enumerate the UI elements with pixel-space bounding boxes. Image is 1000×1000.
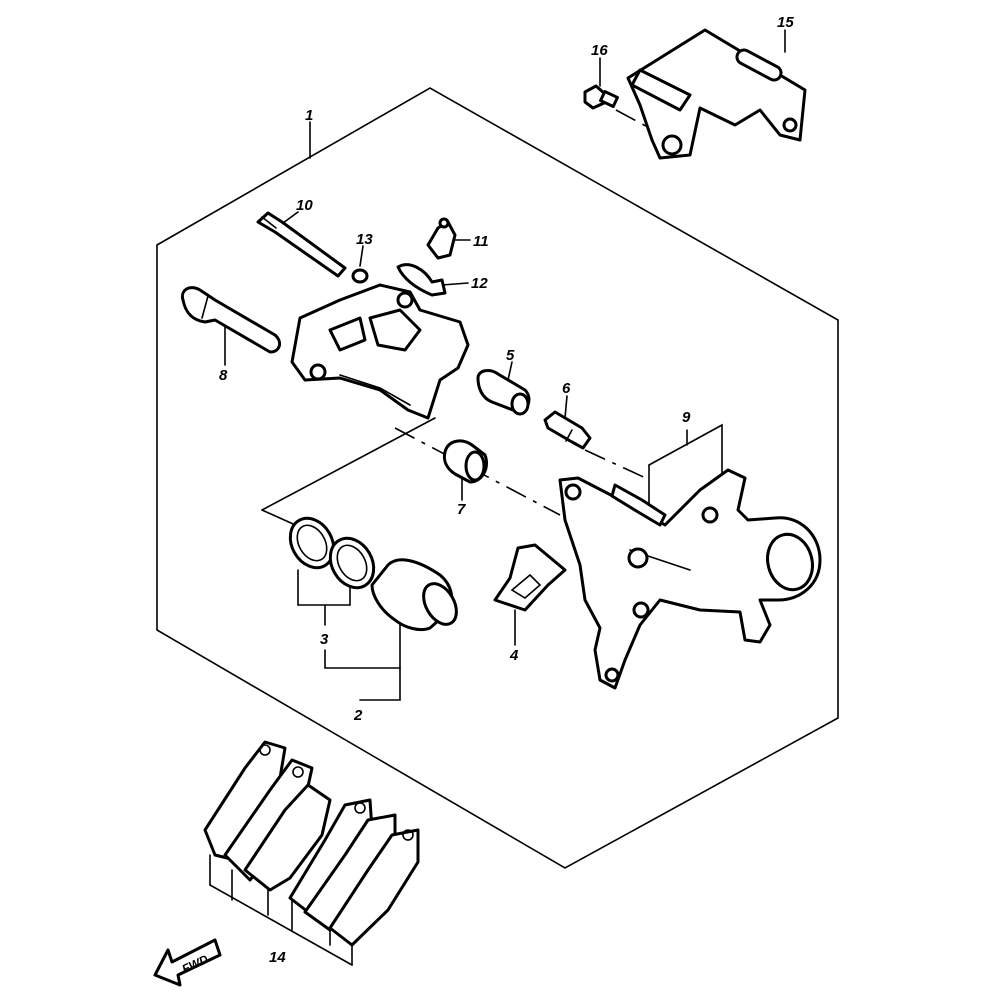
boot bbox=[442, 439, 488, 484]
pin-bolt bbox=[543, 410, 592, 450]
callout-6: 6 bbox=[562, 380, 571, 397]
washer bbox=[351, 268, 369, 284]
callout-13: 13 bbox=[356, 231, 373, 248]
caliper-holder-bracket bbox=[626, 28, 807, 160]
callout-1: 1 bbox=[305, 107, 313, 124]
callout-14: 14 bbox=[269, 949, 286, 966]
piston-seals bbox=[288, 516, 376, 590]
callout-16: 16 bbox=[591, 42, 608, 59]
callout-5: 5 bbox=[506, 347, 515, 364]
assembly-boundary bbox=[156, 87, 839, 869]
slide-pin-thin bbox=[256, 211, 347, 278]
callout-4: 4 bbox=[509, 647, 519, 664]
callout-11: 11 bbox=[473, 233, 489, 250]
callouts: 1 2 3 4 5 6 7 8 9 10 11 12 13 14 15 16 bbox=[219, 14, 794, 966]
slide-pin-thick bbox=[180, 286, 282, 354]
piston bbox=[370, 558, 458, 632]
callout-3: 3 bbox=[320, 631, 329, 648]
callout-10: 10 bbox=[296, 197, 313, 214]
brake-pads bbox=[203, 740, 420, 947]
callout-2: 2 bbox=[353, 707, 363, 724]
callout-15: 15 bbox=[777, 14, 794, 31]
pad-spring bbox=[493, 543, 567, 612]
callout-7: 7 bbox=[457, 501, 466, 518]
caliper-bracket bbox=[558, 468, 822, 690]
bleeder-screw bbox=[426, 217, 457, 260]
callout-9: 9 bbox=[682, 409, 691, 426]
bolt bbox=[583, 84, 619, 110]
callout-12: 12 bbox=[471, 275, 488, 292]
fwd-arrow: FWD bbox=[153, 938, 222, 987]
plug bbox=[476, 369, 531, 416]
callout-8: 8 bbox=[219, 367, 228, 384]
bleeder-cap bbox=[396, 263, 447, 297]
caliper-body bbox=[290, 283, 470, 420]
